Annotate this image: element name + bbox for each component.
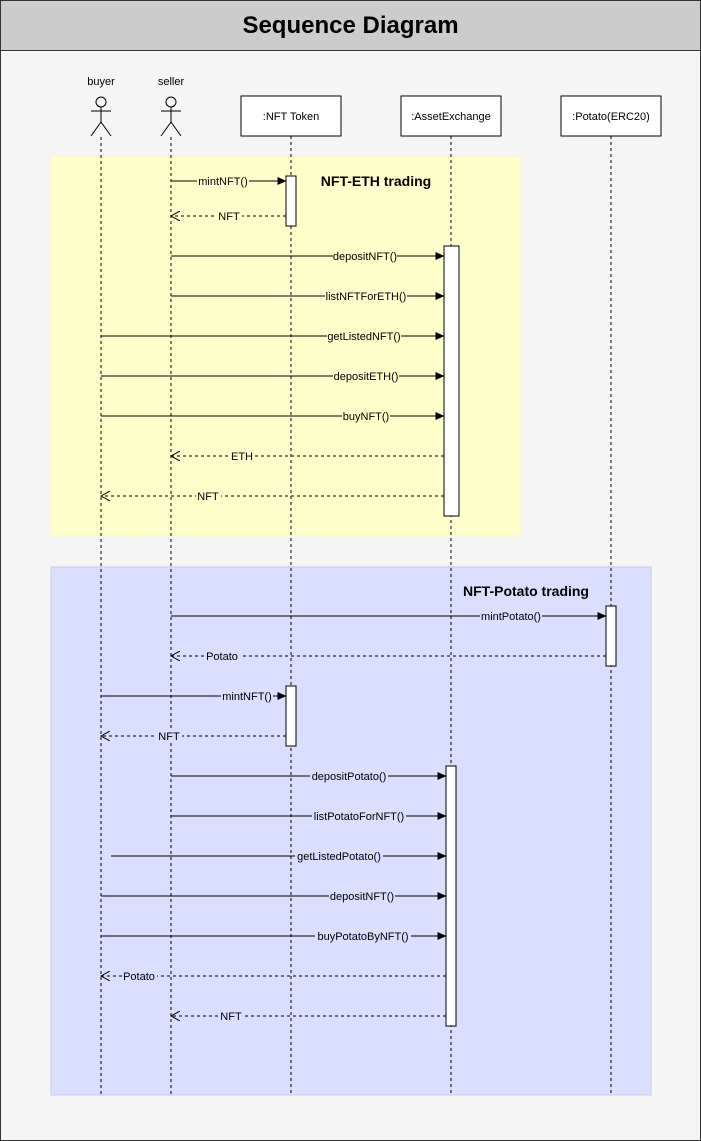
message-return-NFT: NFT bbox=[171, 209, 286, 223]
group-frame-nft-potato bbox=[50, 566, 652, 1096]
activation-bar-asset-exchange bbox=[445, 765, 457, 1027]
message-buyPotatoByNFT: buyPotatoByNFT() bbox=[101, 929, 447, 943]
message-label: getListedPotato() bbox=[297, 851, 381, 863]
message-label: NFT bbox=[220, 1011, 242, 1023]
message-getListedPotato: getListedPotato() bbox=[111, 849, 447, 863]
message-mintNFT: mintNFT() bbox=[171, 174, 287, 188]
activation-bar-asset-exchange bbox=[443, 245, 460, 517]
message-label: NFT bbox=[158, 731, 180, 743]
participant-label-nft-token: :NFT Token bbox=[263, 111, 319, 123]
message-label: depositNFT() bbox=[330, 891, 394, 903]
participant-label-asset-exchange: :AssetExchange bbox=[411, 111, 491, 123]
message-return-Potato: Potato bbox=[101, 969, 446, 983]
message-label: listPotatoForNFT() bbox=[314, 811, 404, 823]
actor-seller: seller bbox=[158, 76, 185, 137]
message-depositNFT: depositNFT() bbox=[171, 249, 445, 263]
message-listPotatoForNFT: listPotatoForNFT() bbox=[171, 809, 447, 823]
message-depositETH: depositETH() bbox=[101, 369, 445, 383]
message-depositPotato: depositPotato() bbox=[171, 769, 447, 783]
message-label: ETH bbox=[231, 451, 253, 463]
participant-potato-erc20: :Potato(ERC20) bbox=[560, 95, 662, 137]
message-label: mintNFT() bbox=[198, 176, 248, 188]
activation-bar-potato-erc20 bbox=[605, 605, 617, 667]
activation-bar-nft-token bbox=[285, 175, 297, 227]
message-label: NFT bbox=[218, 211, 240, 223]
message-return-Potato: Potato bbox=[171, 649, 606, 663]
message-label: mintPotato() bbox=[481, 611, 541, 623]
message-label: Potato bbox=[123, 971, 155, 983]
group-title-nft-potato: NFT-Potato trading bbox=[463, 583, 589, 599]
message-label: buyNFT() bbox=[343, 411, 389, 423]
message-label: depositETH() bbox=[334, 371, 399, 383]
message-label: depositPotato() bbox=[312, 771, 387, 783]
message-mintNFT: mintNFT() bbox=[101, 689, 287, 703]
actor-figure-buyer-icon bbox=[90, 96, 112, 137]
message-label: buyPotatoByNFT() bbox=[317, 931, 408, 943]
participant-label-seller: seller bbox=[158, 76, 185, 88]
message-getListedNFT: getListedNFT() bbox=[101, 329, 445, 343]
message-listNFTForETH: listNFTForETH() bbox=[171, 289, 445, 303]
message-depositNFT: depositNFT() bbox=[101, 889, 447, 903]
message-mintPotato: mintPotato() bbox=[171, 609, 607, 623]
message-return-NFT: NFT bbox=[101, 489, 444, 503]
message-return-NFT: NFT bbox=[171, 1009, 446, 1023]
activation-bar-nft-token bbox=[285, 685, 297, 747]
title-bar: Sequence Diagram bbox=[1, 1, 700, 51]
participant-label-buyer: buyer bbox=[87, 76, 115, 88]
message-label: mintNFT() bbox=[222, 691, 272, 703]
message-label: depositNFT() bbox=[333, 251, 397, 263]
actor-buyer: buyer bbox=[87, 76, 115, 137]
page-title: Sequence Diagram bbox=[242, 11, 459, 39]
message-label: Potato bbox=[206, 651, 238, 663]
participant-asset-exchange: :AssetExchange bbox=[400, 95, 502, 137]
message-return-ETH: ETH bbox=[171, 449, 444, 463]
actor-figure-seller-icon bbox=[160, 96, 182, 137]
message-buyNFT: buyNFT() bbox=[101, 409, 445, 423]
participant-label-potato-erc20: :Potato(ERC20) bbox=[572, 111, 650, 123]
message-label: NFT bbox=[197, 491, 219, 503]
message-return-NFT: NFT bbox=[101, 729, 286, 743]
group-title-nft-eth: NFT-ETH trading bbox=[321, 173, 431, 189]
message-label: getListedNFT() bbox=[327, 331, 400, 343]
participant-nft-token: :NFT Token bbox=[240, 95, 342, 137]
message-label: listNFTForETH() bbox=[326, 291, 407, 303]
